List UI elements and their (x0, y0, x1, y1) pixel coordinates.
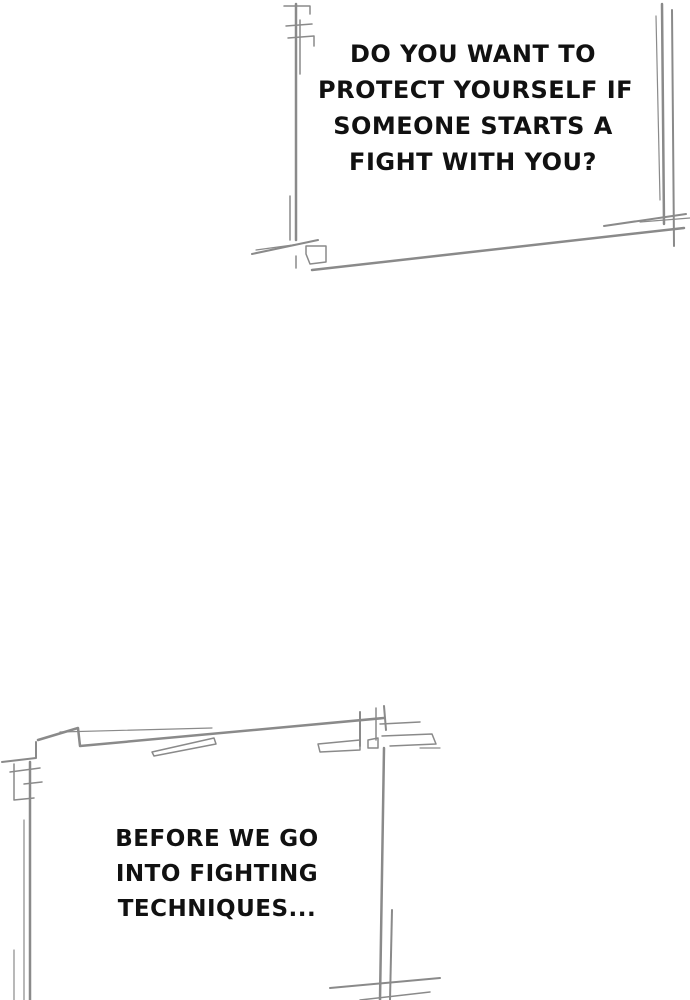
caption-2-line-1: BEFORE WE GO (115, 826, 319, 852)
caption-1-line-1: DO YOU WANT TO (349, 40, 596, 68)
caption-box-2-frame (1, 705, 441, 1000)
caption-box-1-frame (251, 2, 690, 272)
caption-box-2-text: BEFORE WE GO INTO FIGHTING TECHNIQUES... (92, 822, 342, 927)
caption-2-line-2: INTO FIGHTING (115, 861, 319, 887)
caption-1-line-2: PROTECT YOURSELF IF (318, 76, 634, 104)
caption-1-line-3: SOMEONE STARTS A (333, 112, 613, 140)
caption-1-line-4: FIGHT WITH YOU? (349, 148, 597, 176)
caption-box-1-text: DO YOU WANT TO PROTECT YOURSELF IF SOMEO… (318, 36, 634, 180)
caption-2-line-3: TECHNIQUES... (117, 896, 317, 922)
